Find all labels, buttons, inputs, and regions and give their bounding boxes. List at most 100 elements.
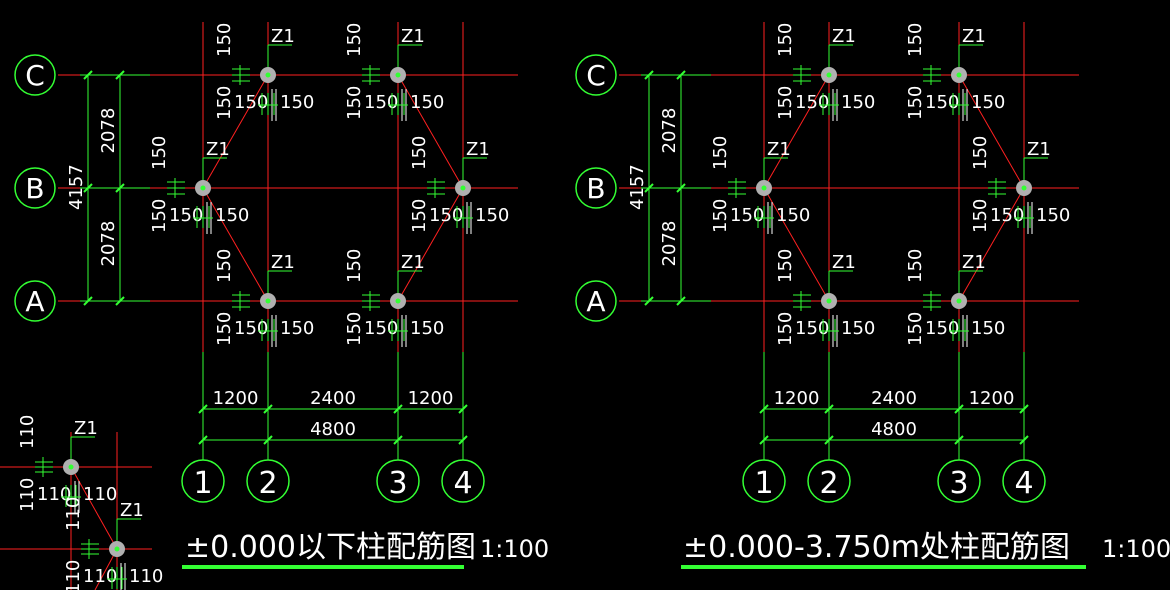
column-tie-line bbox=[958, 187, 1025, 302]
spacing-label-top: 150 bbox=[344, 23, 365, 57]
dimension-tick bbox=[198, 435, 208, 445]
axis-bubble-col bbox=[441, 459, 485, 503]
column-center bbox=[956, 298, 962, 304]
spacing-label-bottom-right: 150 bbox=[280, 92, 314, 113]
column-tie-line bbox=[763, 74, 830, 189]
spacing-label-left: 150 bbox=[710, 199, 731, 233]
column-tie-line bbox=[202, 74, 269, 189]
axis-bubble-col bbox=[376, 459, 420, 503]
spacing-label-bottom-left: 150 bbox=[364, 92, 398, 113]
spacing-label-bottom-right: 150 bbox=[971, 92, 1005, 113]
dimension-col-2: 2400 bbox=[310, 388, 356, 409]
dimension-tick bbox=[83, 183, 93, 193]
column-label: Z1 bbox=[767, 139, 791, 160]
right-title-underline bbox=[681, 565, 1086, 569]
column-label: Z1 bbox=[401, 26, 425, 47]
spacing-label-bottom-right: 110 bbox=[83, 484, 117, 505]
axis-label-col: 4 bbox=[1014, 466, 1033, 501]
spacing-label-left: 150 bbox=[214, 86, 235, 120]
spacing-label-bottom-right: 150 bbox=[475, 205, 509, 226]
spacing-label-bottom-left: 150 bbox=[925, 318, 959, 339]
spacing-label-bottom-right: 150 bbox=[410, 318, 444, 339]
right-plan-scale: 1:100 bbox=[1102, 535, 1170, 563]
axis-label-col: 3 bbox=[949, 466, 968, 501]
axis-label-col: 4 bbox=[453, 466, 472, 501]
spacing-label-bottom-right: 150 bbox=[776, 205, 810, 226]
spacing-label-left: 150 bbox=[409, 199, 430, 233]
spacing-label-top: 150 bbox=[905, 249, 926, 283]
dimension-tick bbox=[115, 183, 125, 193]
dimension-row-lower: 2078 bbox=[659, 221, 680, 267]
dimension-tick bbox=[954, 404, 964, 414]
axis-label-row: C bbox=[586, 59, 606, 92]
axis-bubble-row bbox=[14, 54, 56, 96]
spacing-label-bottom-left: 150 bbox=[795, 92, 829, 113]
column-label: Z1 bbox=[962, 252, 986, 273]
dimension-tick bbox=[676, 183, 686, 193]
left-plan-title: ±0.000以下柱配筋图 bbox=[185, 530, 476, 565]
axis-bubble-col bbox=[181, 459, 225, 503]
column-center bbox=[200, 185, 206, 191]
column-center bbox=[395, 298, 401, 304]
spacing-label-top: 110 bbox=[17, 415, 38, 449]
column-tie-line bbox=[763, 187, 830, 302]
spacing-label-left: 150 bbox=[344, 86, 365, 120]
column-label: Z1 bbox=[962, 26, 986, 47]
spacing-label-left: 150 bbox=[905, 312, 926, 346]
column-center bbox=[68, 464, 74, 470]
spacing-label-bottom-left: 150 bbox=[730, 205, 764, 226]
dimension-tick bbox=[198, 404, 208, 414]
column-label: Z1 bbox=[206, 139, 230, 160]
spacing-label-bottom-left: 150 bbox=[990, 205, 1024, 226]
spacing-label-left: 150 bbox=[149, 199, 170, 233]
axis-label-col: 2 bbox=[258, 466, 277, 501]
column-label: Z1 bbox=[120, 500, 144, 521]
fragment-tie-line bbox=[70, 466, 118, 550]
spacing-label-bottom-left: 150 bbox=[234, 318, 268, 339]
dimension-row-upper: 2078 bbox=[98, 108, 119, 154]
spacing-label-top: 150 bbox=[344, 249, 365, 283]
dimension-col-total: 4800 bbox=[310, 419, 356, 440]
axis-label-row: A bbox=[25, 285, 44, 318]
spacing-label-top: 150 bbox=[710, 136, 731, 170]
spacing-label-bottom-left: 110 bbox=[83, 566, 117, 587]
column-center bbox=[265, 72, 271, 78]
column-tie-line bbox=[202, 187, 269, 302]
spacing-label-left: 150 bbox=[775, 312, 796, 346]
spacing-label-bottom-right: 150 bbox=[215, 205, 249, 226]
dimension-tick bbox=[83, 70, 93, 80]
left-title-underline bbox=[182, 565, 464, 569]
spacing-label-bottom-right: 150 bbox=[280, 318, 314, 339]
spacing-label-top: 150 bbox=[775, 23, 796, 57]
dimension-tick bbox=[759, 404, 769, 414]
spacing-label-top: 150 bbox=[409, 136, 430, 170]
column-label: Z1 bbox=[1027, 139, 1051, 160]
column-center bbox=[460, 185, 466, 191]
spacing-label-bottom-left: 150 bbox=[169, 205, 203, 226]
column-label: Z1 bbox=[832, 26, 856, 47]
dimension-tick bbox=[676, 296, 686, 306]
dimension-tick bbox=[1019, 404, 1029, 414]
spacing-label-bottom-right: 150 bbox=[841, 92, 875, 113]
dimension-tick bbox=[644, 296, 654, 306]
spacing-label-bottom-left: 150 bbox=[364, 318, 398, 339]
spacing-label-top: 150 bbox=[214, 249, 235, 283]
axis-label-row: B bbox=[586, 172, 605, 205]
dimension-tick bbox=[676, 70, 686, 80]
spacing-label-bottom-left: 150 bbox=[429, 205, 463, 226]
dimension-col-total: 4800 bbox=[871, 419, 917, 440]
dimension-row-total: 4157 bbox=[627, 164, 648, 210]
spacing-label-left: 150 bbox=[344, 312, 365, 346]
column-center bbox=[956, 72, 962, 78]
column-label: Z1 bbox=[271, 26, 295, 47]
column-center bbox=[826, 72, 832, 78]
column-center bbox=[761, 185, 767, 191]
spacing-label-top: 150 bbox=[775, 249, 796, 283]
column-center bbox=[826, 298, 832, 304]
dimension-col-1: 1200 bbox=[213, 388, 259, 409]
column-center bbox=[114, 546, 120, 552]
dimension-tick bbox=[954, 435, 964, 445]
